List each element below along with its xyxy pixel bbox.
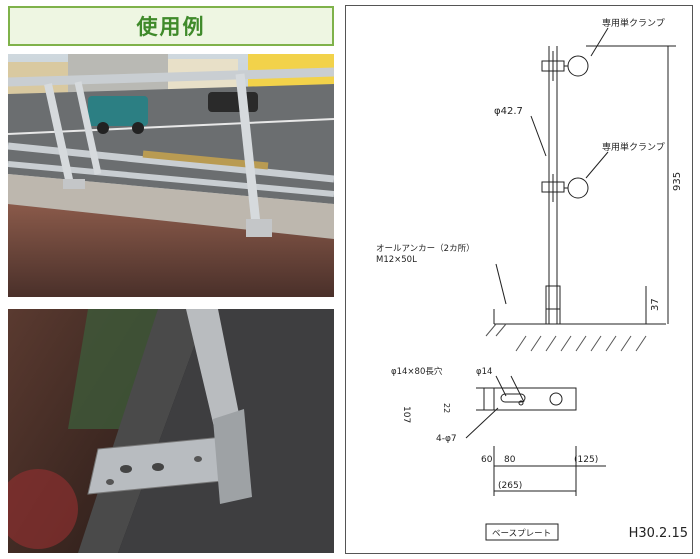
usage-photo-roadside	[8, 54, 334, 297]
baseplate-caption: ベースプレート	[492, 529, 551, 539]
dim-265: (265)	[498, 481, 522, 491]
height-dimension: 935	[672, 172, 683, 191]
technical-drawing: 専用単クランプ 専用単クランプ φ42.7 935 37 オールアンカー（2カ所…	[345, 5, 693, 554]
clamp-label-top: 専用単クランプ	[602, 17, 665, 29]
hole-label: φ14	[476, 367, 492, 377]
dim-60: 60	[481, 455, 493, 465]
dim-125: (125)	[574, 455, 598, 465]
anchor-label-2: M12×50L	[376, 255, 417, 265]
inner-dimension: 22	[442, 403, 451, 413]
clamp-label-mid: 専用単クランプ	[602, 141, 665, 153]
date-label: H30.2.15	[628, 526, 688, 541]
page-title: 使用例	[136, 15, 206, 39]
slot-label: φ14×80長穴	[391, 366, 443, 377]
usage-photo-baseplate	[8, 309, 334, 553]
base-dimension: 37	[650, 298, 661, 311]
pipe-diameter-label: φ42.7	[494, 106, 523, 117]
title-banner: 使用例	[8, 6, 334, 46]
dim-80: 80	[504, 455, 516, 465]
anchor-label-1: オールアンカー（2カ所）	[376, 243, 475, 254]
width-dimension: 107	[401, 406, 411, 423]
hole-count-label: 4-φ7	[436, 434, 457, 444]
